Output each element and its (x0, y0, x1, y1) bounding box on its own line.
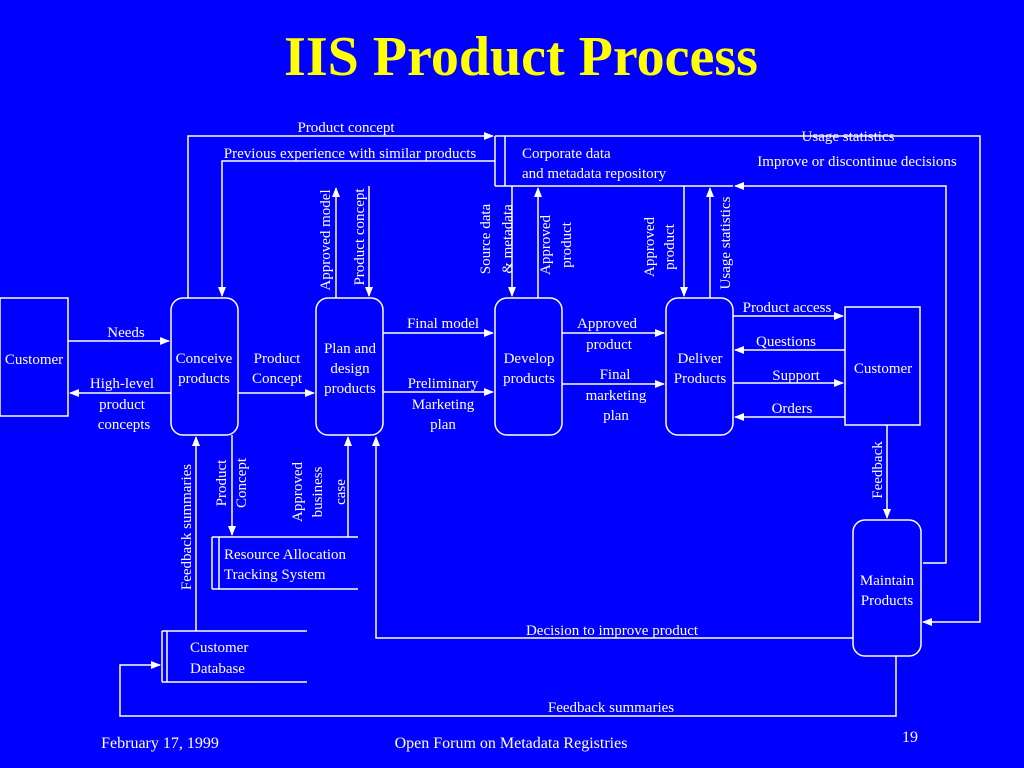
plan-label-3: products (324, 381, 376, 397)
label-high-level-3: concepts (98, 417, 151, 433)
label-final-model: Final model (407, 316, 479, 332)
maintain-label-1: Maintain (860, 573, 915, 589)
label-approved-product-v2-2: product (662, 223, 678, 270)
label-product-concept-down-1: Product (214, 459, 230, 506)
label-approved-product-v1-1: Approved (538, 215, 554, 275)
label-final-marketing-1: Final (600, 367, 631, 383)
label-business-case-1: Approved (290, 462, 306, 522)
customer-left-box[interactable] (0, 297, 69, 417)
page-title: IIS Product Process (284, 26, 758, 88)
corporate-repository-store[interactable] (494, 135, 733, 187)
label-support: Support (772, 368, 820, 384)
resource-store-label-2: Tracking System (224, 567, 326, 583)
flow-usage-statistics-top (733, 135, 981, 626)
label-usage-statistics-top: Usage statistics (802, 129, 895, 145)
label-approved-product-h-1: Approved (577, 316, 637, 332)
label-source-data-1: Source data (478, 203, 494, 274)
label-business-case-2: business (310, 466, 326, 517)
label-approved-product-h-2: product (586, 337, 633, 353)
label-decision-improve: Decision to improve product (526, 623, 699, 639)
label-feedback-summaries-bottom: Feedback summaries (548, 700, 674, 716)
customer-left-label: Customer (5, 352, 63, 368)
flow-feedback-summaries-bottom (119, 656, 897, 717)
corporate-store-label-1: Corporate data (522, 146, 611, 162)
resource-allocation-store[interactable] (211, 536, 358, 590)
label-needs: Needs (107, 325, 145, 341)
label-product-concept-down-2: Concept (234, 457, 250, 508)
footer-event: Open Forum on Metadata Registries (395, 735, 628, 752)
flow-product-concept-top (187, 132, 494, 298)
label-usage-statistics-v: Usage statistics (718, 196, 734, 289)
plan-label-2: design (330, 361, 370, 377)
label-orders: Orders (772, 401, 813, 417)
footer-date: February 17, 1999 (101, 735, 219, 752)
flow-decision-improve (372, 436, 853, 639)
label-preliminary-1: Preliminary (408, 376, 479, 392)
label-product-access: Product access (743, 300, 832, 316)
customer-db-label-2: Database (190, 661, 245, 677)
label-final-marketing-2: marketing (586, 388, 647, 404)
footer-page-number: 19 (902, 729, 918, 746)
conceive-label-2: products (178, 371, 230, 387)
label-source-data-2: & metadata (500, 204, 516, 274)
maintain-label-2: Products (861, 593, 914, 609)
conceive-products-box[interactable] (170, 297, 239, 436)
label-previous-experience: Previous experience with similar product… (224, 146, 477, 162)
label-product-concept-h-2: Concept (252, 371, 303, 387)
label-product-concept-h-1: Product (254, 351, 301, 367)
develop-label-2: products (503, 371, 555, 387)
label-product-concept-top: Product concept (297, 120, 395, 136)
label-preliminary-2: Marketing (412, 397, 475, 413)
label-preliminary-3: plan (430, 417, 456, 433)
plan-label-1: Plan and (324, 341, 377, 357)
conceive-label-1: Conceive (176, 351, 233, 367)
label-approved-product-v2-1: Approved (642, 217, 658, 277)
label-approved-model: Approved model (318, 189, 334, 290)
flow-previous-experience (218, 160, 495, 297)
label-feedback: Feedback (870, 441, 886, 499)
customer-db-label-1: Customer (190, 640, 248, 656)
customer-database-store[interactable] (161, 630, 307, 683)
corporate-store-label-2: and metadata repository (522, 166, 667, 182)
label-questions: Questions (756, 334, 816, 350)
label-approved-product-v1-2: product (559, 221, 575, 268)
flow-improve-discontinue (734, 182, 947, 564)
customer-right-box[interactable] (844, 306, 921, 426)
develop-products-box[interactable] (494, 297, 563, 436)
deliver-products-box[interactable] (665, 297, 734, 436)
plan-design-products-box[interactable] (315, 297, 384, 436)
label-high-level-2: product (99, 397, 146, 413)
label-feedback-summaries-v: Feedback summaries (179, 464, 195, 590)
label-business-case-3: case (333, 479, 349, 505)
label-final-marketing-3: plan (603, 408, 629, 424)
resource-store-label-1: Resource Allocation (224, 547, 347, 563)
label-improve-discontinue: Improve or discontinue decisions (757, 154, 957, 170)
label-product-concept-v: Product concept (352, 188, 368, 286)
develop-label-1: Develop (504, 351, 555, 367)
label-high-level-1: High-level (90, 376, 154, 392)
customer-right-label: Customer (854, 361, 912, 377)
deliver-label-1: Deliver (678, 351, 723, 367)
deliver-label-2: Products (674, 371, 727, 387)
maintain-products-box[interactable] (852, 519, 922, 657)
